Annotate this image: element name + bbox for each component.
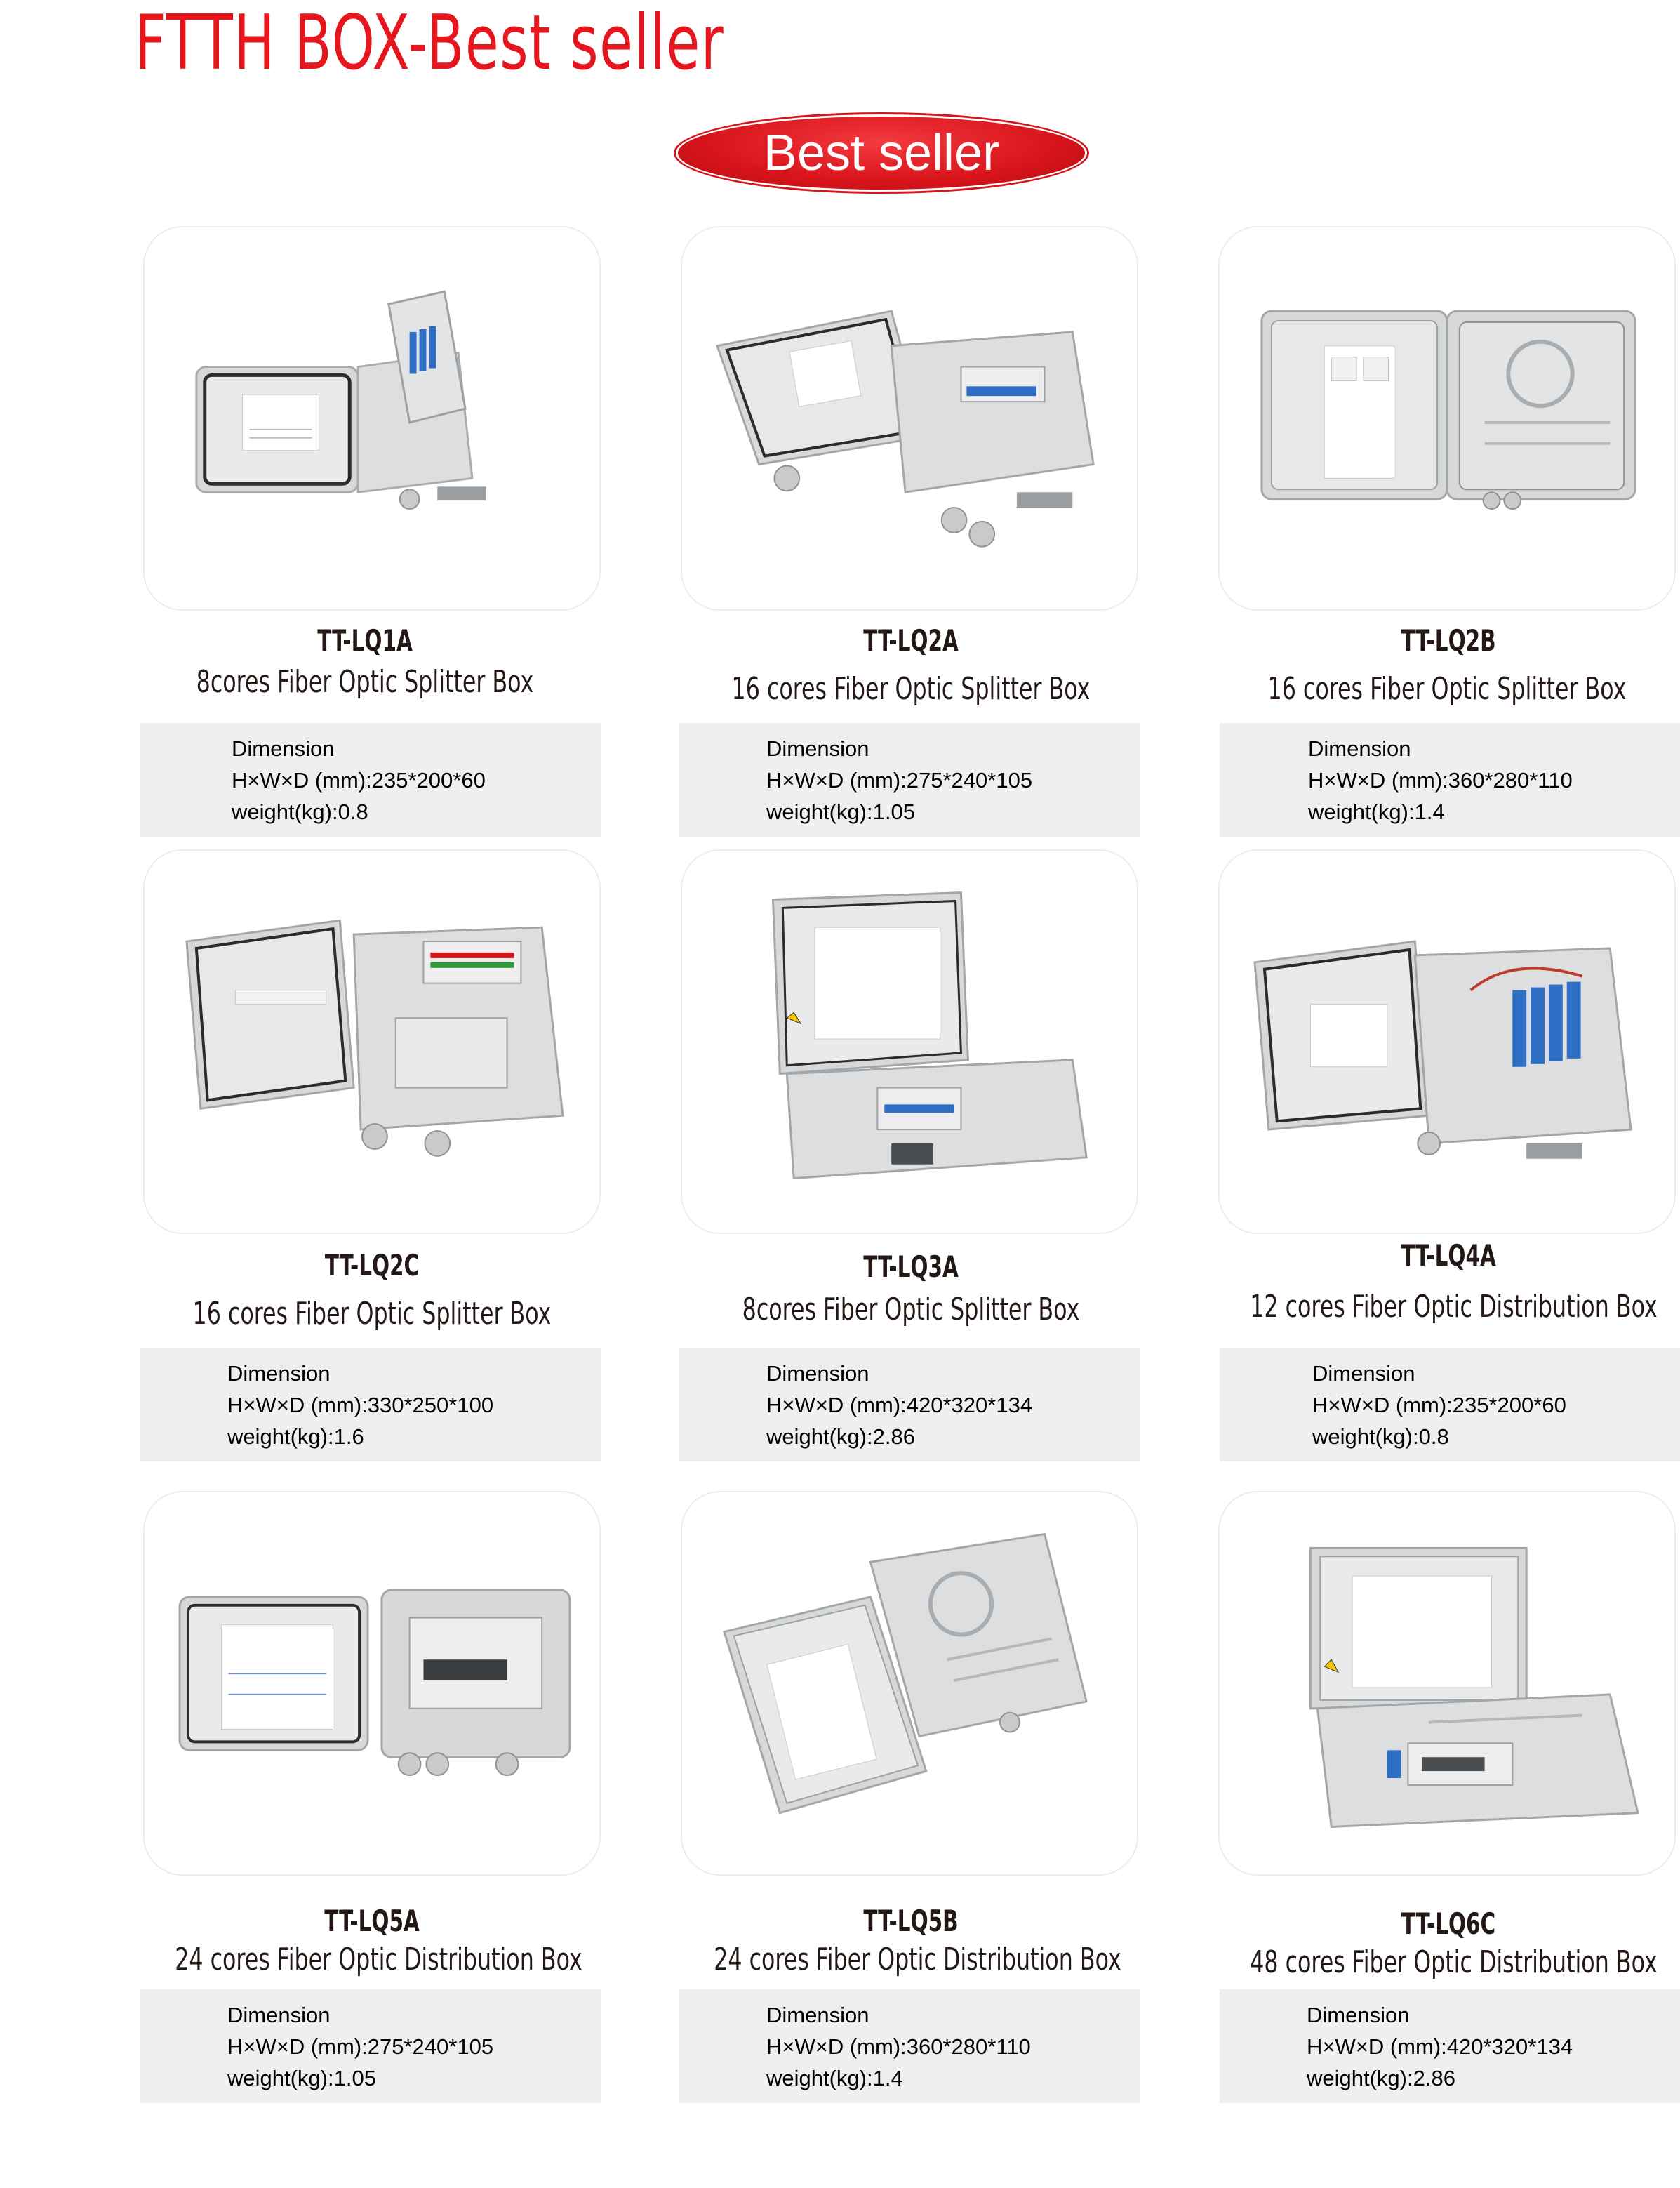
product-model: TT-LQ6C [1401,1907,1496,1941]
product-image-card-tt-lq2a [681,226,1138,611]
page-title: FTTH BOX-Best seller [135,0,725,87]
product-image-card-tt-lq1a [143,226,601,611]
product-image-card-tt-lq5b [681,1491,1138,1876]
product-image-card-tt-lq2b [1218,226,1676,611]
product-weight: weight(kg):1.4 [1308,800,1445,824]
product-description: 24 cores Fiber Optic Distribution Box [714,1942,1121,1977]
product-model: TT-LQ3A [863,1249,959,1284]
product-model: TT-LQ5A [324,1904,420,1938]
product-weight: weight(kg):1.6 [227,1424,364,1449]
dimension-label: Dimension [1307,2003,1410,2027]
dimension-size: H×W×D (mm):275*240*105 [766,768,1033,793]
dimension-size: H×W×D (mm):235*200*60 [1312,1393,1566,1417]
product-spec-box: Dimension H×W×D (mm):275*240*105 weight(… [140,1989,601,2103]
product-spec-box: Dimension H×W×D (mm):235*200*60 weight(k… [1220,1348,1680,1461]
dimension-size: H×W×D (mm):360*280*110 [1308,768,1573,793]
product-photo-tt-lq2b [1260,310,1636,510]
dimension-size: H×W×D (mm):360*280*110 [766,2034,1031,2059]
product-description: 16 cores Fiber Optic Splitter Box [1267,671,1627,707]
product-photo-tt-lq4a [1253,940,1632,1159]
dimension-label: Dimension [227,1361,331,1386]
product-description: 16 cores Fiber Optic Splitter Box [731,671,1091,707]
product-image-card-tt-lq6c [1218,1491,1676,1876]
product-weight: weight(kg):1.05 [227,2066,376,2090]
product-weight: weight(kg):1.4 [766,2066,903,2090]
product-image-card-tt-lq2c [143,849,601,1234]
product-description: 16 cores Fiber Optic Splitter Box [192,1296,552,1332]
product-weight: weight(kg):0.8 [1312,1424,1449,1449]
dimension-label: Dimension [227,2003,331,2027]
product-photo-tt-lq5b [723,1532,1088,1815]
product-photo-tt-lq2c [185,919,564,1157]
product-photo-tt-lq2a [716,310,1095,548]
dimension-label: Dimension [1312,1361,1415,1386]
best-seller-badge: Best seller [678,117,1085,190]
product-model: TT-LQ2C [324,1248,420,1282]
product-model: TT-LQ2B [1401,623,1496,658]
dimension-label: Dimension [232,736,335,761]
product-spec-box: Dimension H×W×D (mm):275*240*105 weight(… [679,723,1140,837]
dimension-size: H×W×D (mm):420*320*134 [766,1393,1033,1417]
product-weight: weight(kg):2.86 [766,1424,915,1449]
product-model: TT-LQ1A [317,623,413,658]
product-spec-box: Dimension H×W×D (mm):235*200*60 weight(k… [140,723,601,837]
product-weight: weight(kg):0.8 [232,800,368,824]
product-description: 24 cores Fiber Optic Distribution Box [175,1942,582,1977]
product-photo-tt-lq5a [178,1589,571,1777]
product-weight: weight(kg):2.86 [1307,2066,1455,2090]
product-spec-box: Dimension H×W×D (mm):420*320*134 weight(… [1220,1989,1680,2103]
dimension-size: H×W×D (mm):330*250*100 [227,1393,494,1417]
dimension-size: H×W×D (mm):275*240*105 [227,2034,494,2059]
product-spec-box: Dimension H×W×D (mm):360*280*110 weight(… [679,1989,1140,2103]
product-model: TT-LQ4A [1401,1238,1496,1273]
product-photo-tt-lq6c [1309,1546,1639,1829]
dimension-label: Dimension [766,1361,869,1386]
product-model: TT-LQ2A [863,623,959,658]
product-description: 8cores Fiber Optic Splitter Box [742,1292,1080,1327]
product-spec-box: Dimension H×W×D (mm):420*320*134 weight(… [679,1348,1140,1461]
dimension-label: Dimension [766,2003,869,2027]
product-photo-tt-lq1a [195,290,486,510]
product-image-card-tt-lq3a [681,849,1138,1234]
product-description: 8cores Fiber Optic Splitter Box [196,664,534,700]
product-model: TT-LQ5B [863,1904,959,1938]
dimension-label: Dimension [766,736,869,761]
dimension-label: Dimension [1308,736,1411,761]
product-image-card-tt-lq5a [143,1491,601,1876]
best-seller-badge-label: Best seller [763,125,1000,181]
dimension-size: H×W×D (mm):420*320*134 [1307,2034,1573,2059]
product-spec-box: Dimension H×W×D (mm):360*280*110 weight(… [1220,723,1680,837]
product-photo-tt-lq3a [771,891,1088,1180]
product-description: 12 cores Fiber Optic Distribution Box [1250,1289,1658,1325]
dimension-size: H×W×D (mm):235*200*60 [232,768,486,793]
product-weight: weight(kg):1.05 [766,800,915,824]
product-spec-box: Dimension H×W×D (mm):330*250*100 weight(… [140,1348,601,1461]
product-description: 48 cores Fiber Optic Distribution Box [1250,1944,1658,1980]
product-image-card-tt-lq4a [1218,849,1676,1234]
